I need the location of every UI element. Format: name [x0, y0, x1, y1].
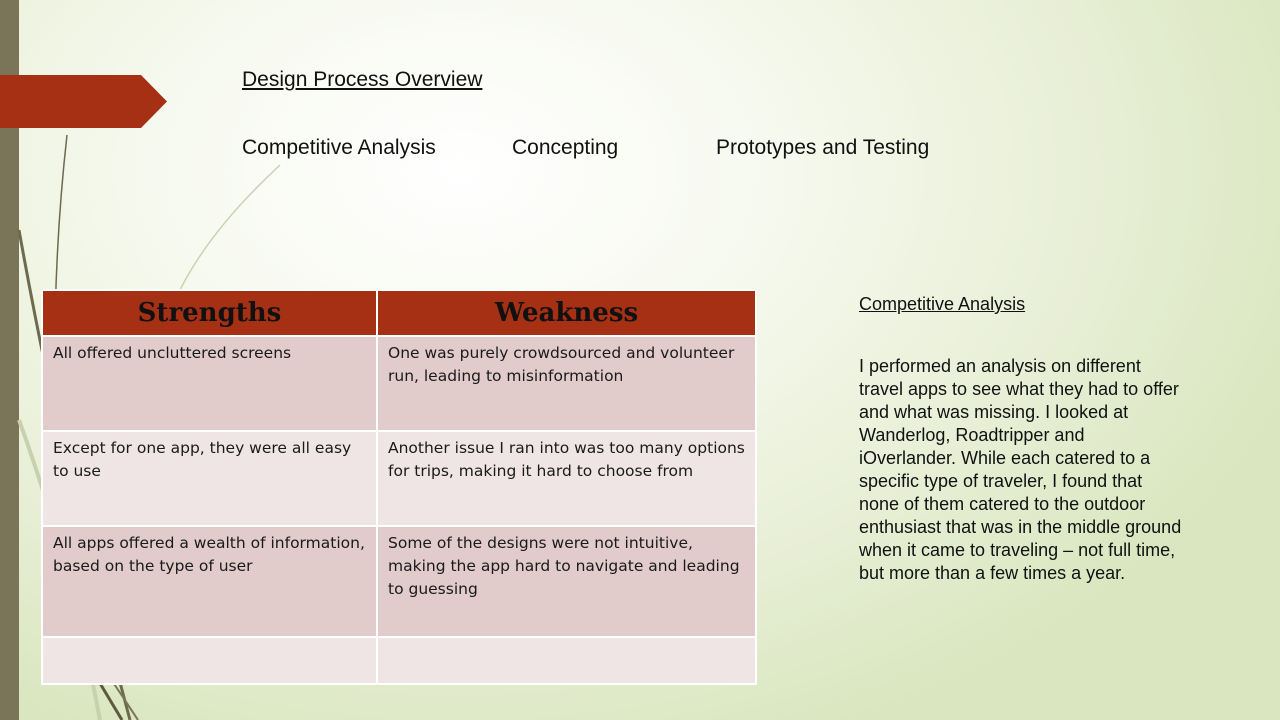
table-row-empty — [41, 636, 757, 685]
strength-cell: Except for one app, they were all easy t… — [41, 430, 378, 527]
table-row: All apps offered a wealth of information… — [41, 525, 757, 638]
header-weakness: Weakness — [376, 289, 757, 337]
side-body-text: I performed an analysis on different tra… — [859, 356, 1182, 583]
nav-competitive-analysis: Competitive Analysis — [242, 136, 436, 159]
weakness-cell: Some of the designs were not intuitive, … — [376, 525, 757, 638]
slide-title: Design Process Overview — [242, 68, 483, 91]
strengths-weakness-table: Strengths Weakness All offered unclutter… — [41, 289, 757, 685]
nav-concepting: Concepting — [512, 136, 619, 159]
left-accent-bar — [0, 0, 19, 720]
table-header-row: Strengths Weakness — [41, 289, 757, 337]
weakness-cell: Another issue I ran into was too many op… — [376, 430, 757, 527]
strength-cell: All offered uncluttered screens — [41, 335, 378, 432]
strength-cell: All apps offered a wealth of information… — [41, 525, 378, 638]
weakness-cell: One was purely crowdsourced and voluntee… — [376, 335, 757, 432]
nav-prototypes-testing: Prototypes and Testing — [716, 136, 930, 159]
title-arrow-shape — [0, 75, 167, 128]
table-row: Except for one app, they were all easy t… — [41, 430, 757, 527]
table-row: All offered uncluttered screens One was … — [41, 335, 757, 432]
side-heading: Competitive Analysis — [859, 294, 1026, 314]
strength-cell — [41, 636, 378, 685]
header-strengths: Strengths — [41, 289, 378, 337]
weakness-cell — [376, 636, 757, 685]
